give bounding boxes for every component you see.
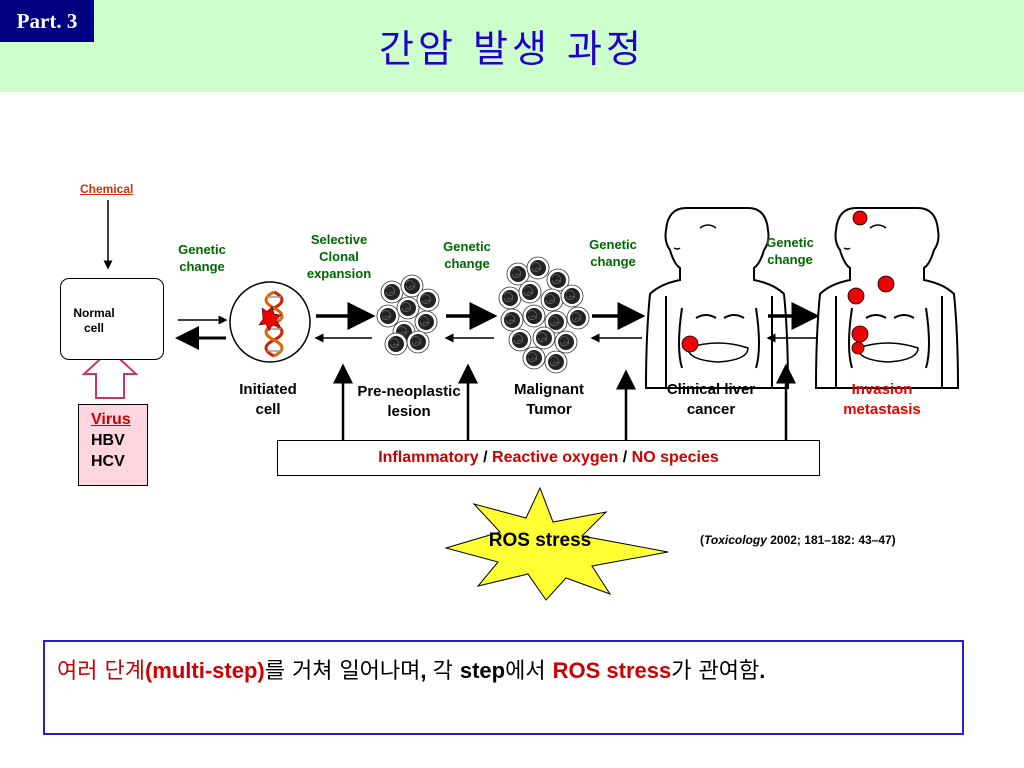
inflammatory-label: Inflammatory <box>378 449 479 466</box>
summary-text: (multi-step) <box>144 658 265 683</box>
tumor-cell-cluster-icon <box>376 274 440 356</box>
citation: (Toxicology 2002; 181–182: 43–47) <box>700 533 896 547</box>
citation-open: ( <box>700 533 704 547</box>
stage-label: Malignant Tumor <box>514 381 584 418</box>
citation-journal: Toxicology <box>704 533 767 547</box>
stage-label: Invasion metastasis <box>843 381 921 418</box>
header-band <box>0 0 1024 92</box>
part-badge: Part. 3 <box>0 0 94 42</box>
stage-label: Initiated cell <box>239 381 297 418</box>
ros-stress-label: ROS stress <box>488 530 592 551</box>
transition-label: Genetic change <box>766 235 814 267</box>
virus-item: HBV <box>91 432 125 449</box>
tumor-cell-cluster-icon <box>498 256 590 374</box>
summary-text: . <box>759 658 766 683</box>
summary-text: 를 거쳐 일어나며 <box>264 659 421 684</box>
inflammation-box: Inflammatory / Reactive oxygen / NO spec… <box>277 440 820 476</box>
summary-text: , <box>420 658 433 683</box>
virus-up-arrow <box>81 348 139 399</box>
reactive-oxygen-label: Reactive oxygen <box>492 449 619 466</box>
human-body-icon <box>645 207 789 389</box>
separator: / <box>618 449 632 466</box>
transition-label: Selective Clonal expansion <box>306 232 372 281</box>
carcinogenesis-diagram <box>81 200 959 601</box>
chemical-label: Chemical <box>80 182 134 196</box>
stage-label: Pre-neoplastic lesion <box>357 383 461 420</box>
virus-item: HCV <box>91 453 125 470</box>
summary-box: 여러 단계(multi-step)를 거쳐 일어나며, 각 step에서 ROS… <box>43 640 964 735</box>
summary-text: 각 <box>432 659 460 684</box>
transition-label: Genetic change <box>178 242 226 274</box>
transition-label: Genetic change <box>443 239 491 271</box>
summary-text: 가 관여함 <box>671 659 760 684</box>
human-body-icon <box>815 207 959 389</box>
virus-title: Virus <box>91 411 131 428</box>
summary-text: 에서 <box>505 659 553 684</box>
mutation-burst-icon <box>258 305 282 332</box>
virus-box: Virus HBV HCV <box>78 404 148 486</box>
no-species-label: NO species <box>631 449 719 466</box>
slide-title: 간암 발생 과정 <box>379 27 645 71</box>
summary-text: step <box>459 658 506 683</box>
stage-label: Clinical liver cancer <box>666 381 756 418</box>
separator: / <box>478 449 493 466</box>
summary-text: ROS stress <box>552 658 672 683</box>
transition-label: Genetic change <box>589 237 637 269</box>
ros-burst-icon <box>444 486 669 601</box>
citation-rest: 2002; 181–182: 43–47) <box>766 533 896 547</box>
summary-text: 여러 단계 <box>57 659 145 684</box>
normal-cell-box <box>60 278 164 360</box>
normal-cell-label: Normal cell <box>73 306 115 335</box>
